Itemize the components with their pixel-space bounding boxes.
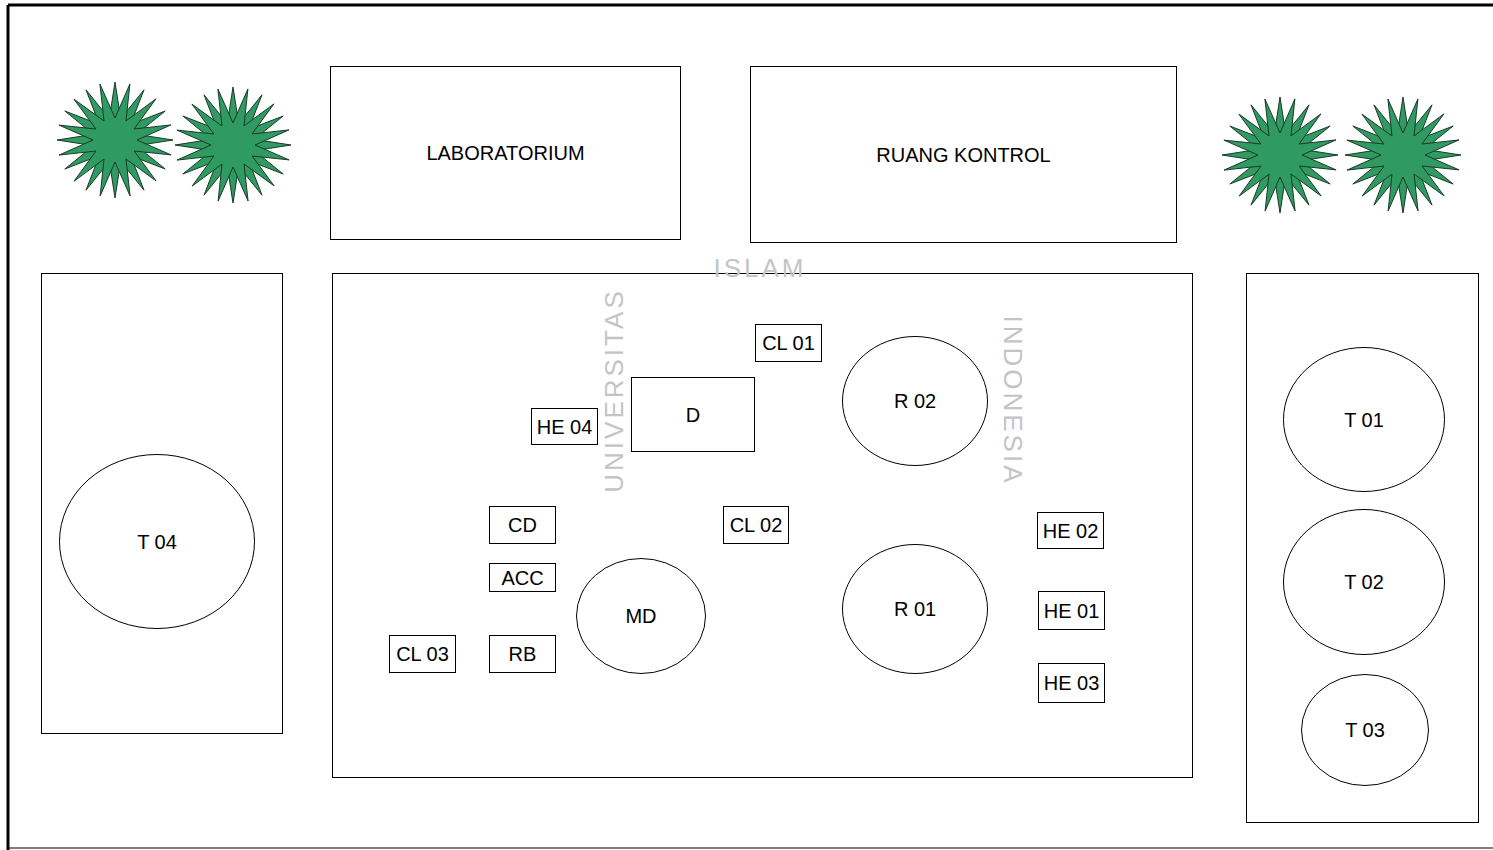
process-area bbox=[333, 274, 1193, 778]
equipment-label: D bbox=[686, 404, 700, 426]
equipment-label: HE 03 bbox=[1044, 672, 1100, 694]
equipment-label: HE 01 bbox=[1044, 600, 1100, 622]
plant bbox=[1345, 97, 1461, 213]
equipment-box: CL 03 bbox=[389, 635, 456, 673]
watermark-text: INDONESIA bbox=[997, 315, 1028, 485]
plant bbox=[1224, 99, 1336, 211]
equipment-box: HE 01 bbox=[1038, 591, 1105, 630]
equipment-label: T 03 bbox=[1345, 719, 1385, 741]
vessel-ellipse bbox=[1284, 510, 1445, 655]
equipment-box: CL 02 bbox=[723, 506, 789, 544]
equipment-label: ACC bbox=[501, 567, 543, 589]
equipment-label: MD bbox=[625, 605, 656, 627]
equipment-label: LABORATORIUM bbox=[426, 142, 584, 164]
equipment-label: R 02 bbox=[894, 390, 936, 412]
plant bbox=[1347, 99, 1459, 211]
equipment-box: RUANG KONTROL bbox=[750, 66, 1177, 243]
equipment-vessel: R 01 bbox=[842, 544, 988, 674]
vessel-ellipse bbox=[843, 545, 988, 674]
equipment-label: CL 02 bbox=[730, 514, 783, 536]
plant bbox=[57, 82, 173, 198]
frame-left bbox=[7, 5, 10, 850]
plant bbox=[175, 87, 291, 203]
equipment-vessel: T 02 bbox=[1283, 509, 1445, 655]
plant bbox=[59, 84, 171, 196]
equipment-vessel: R 02 bbox=[842, 336, 988, 466]
equipment-box: CD bbox=[489, 506, 556, 544]
equipment-vessel: MD bbox=[576, 558, 706, 674]
storage-area bbox=[42, 274, 283, 734]
plant bbox=[1222, 97, 1338, 213]
equipment-label: CD bbox=[508, 514, 537, 536]
storage-area bbox=[1247, 274, 1479, 823]
equipment-box: RB bbox=[489, 635, 556, 673]
equipment-label: CL 03 bbox=[396, 643, 449, 665]
vessel-ellipse bbox=[843, 337, 988, 466]
equipment-label: T 02 bbox=[1344, 571, 1384, 593]
equipment-vessel: T 03 bbox=[1301, 674, 1429, 786]
equipment-label: R 01 bbox=[894, 598, 936, 620]
equipment-label: RUANG KONTROL bbox=[876, 144, 1050, 166]
equipment-label: RB bbox=[509, 643, 537, 665]
equipment-box: HE 02 bbox=[1037, 512, 1104, 549]
vessel-ellipse bbox=[60, 455, 255, 629]
equipment-box: ACC bbox=[489, 563, 556, 592]
watermark-text: ISLAM bbox=[714, 253, 807, 284]
equipment-box: LABORATORIUM bbox=[330, 66, 681, 240]
equipment-box: CL 01 bbox=[755, 324, 822, 362]
equipment-box: D bbox=[631, 377, 755, 452]
equipment-label: HE 02 bbox=[1043, 520, 1099, 542]
equipment-label: T 04 bbox=[137, 531, 177, 553]
vessel-ellipse bbox=[1284, 348, 1445, 492]
frame-bottom bbox=[8, 848, 1493, 849]
equipment-box: HE 04 bbox=[531, 408, 598, 445]
equipment-vessel: T 04 bbox=[59, 454, 255, 629]
vessel-ellipse bbox=[577, 559, 706, 674]
equipment-vessel: T 01 bbox=[1283, 347, 1445, 492]
plant bbox=[177, 89, 289, 201]
frame-top bbox=[8, 4, 1493, 7]
vessel-ellipse bbox=[1302, 675, 1429, 786]
equipment-label: CL 01 bbox=[762, 332, 815, 354]
equipment-box: HE 03 bbox=[1038, 663, 1105, 703]
equipment-label: HE 04 bbox=[537, 416, 593, 438]
equipment-label: T 01 bbox=[1344, 409, 1384, 431]
watermark-text: UNIVERSITAS bbox=[599, 288, 630, 492]
